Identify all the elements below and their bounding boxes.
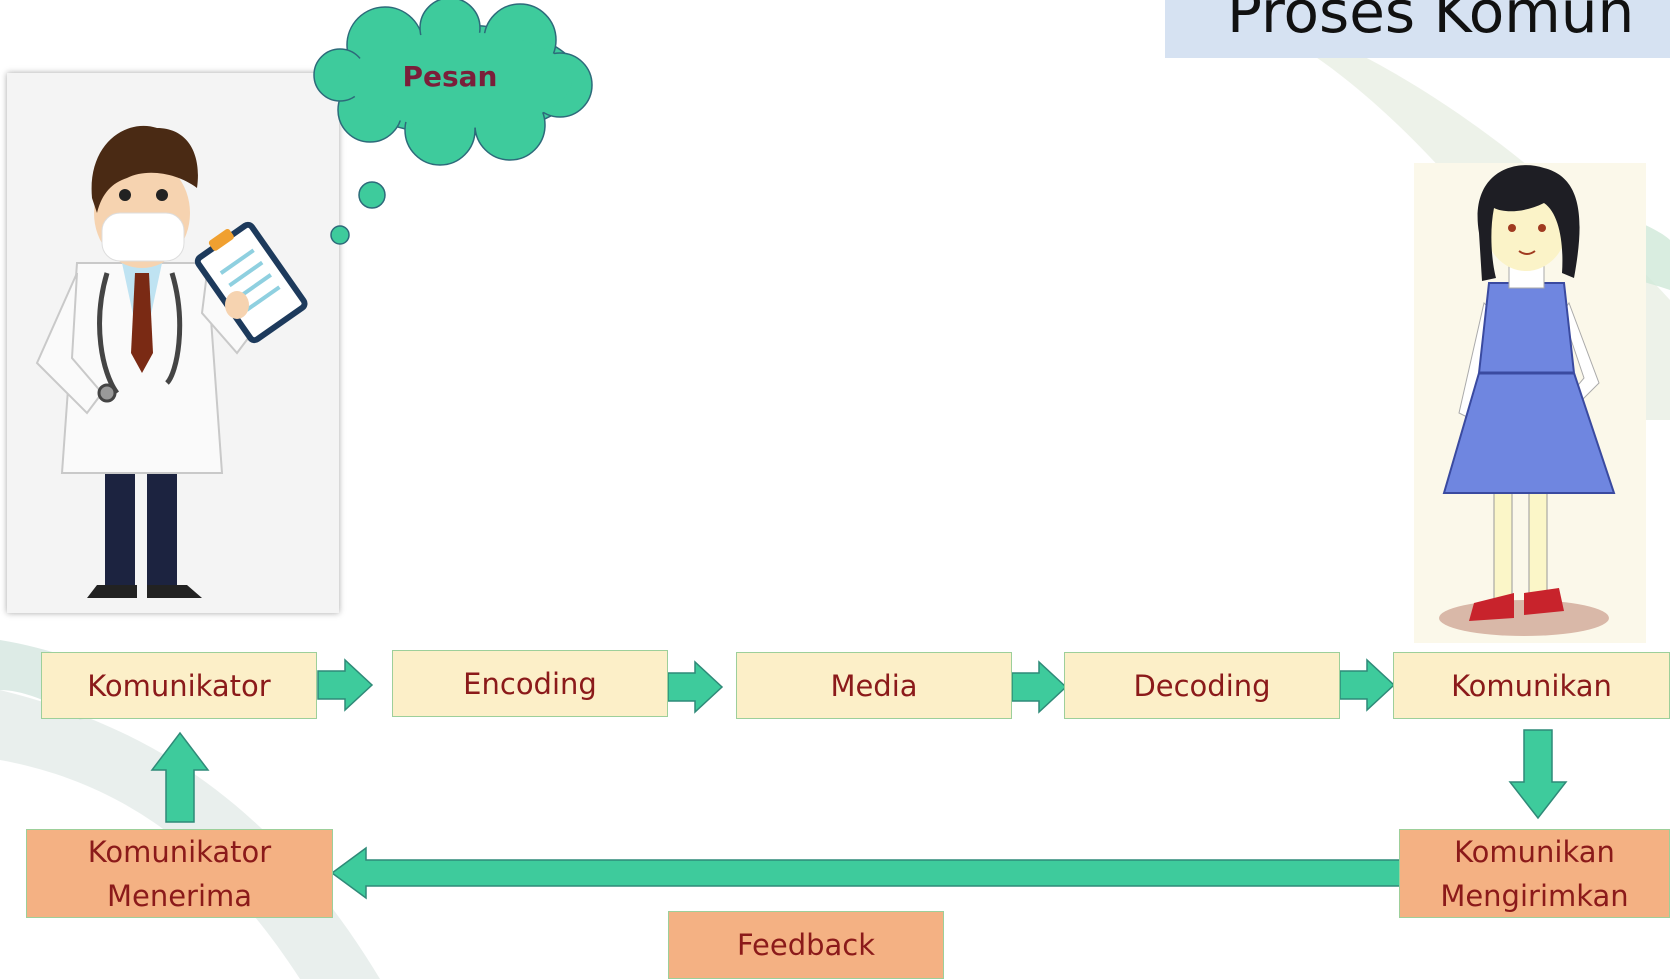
komunikator-box: Komunikator bbox=[41, 652, 317, 719]
thought-cloud-icon bbox=[313, 0, 593, 245]
komunikator-label: Komunikator bbox=[87, 668, 271, 703]
arrow-right-icon bbox=[1339, 658, 1396, 712]
doctor-figure-icon bbox=[35, 125, 308, 598]
arrow-right-icon bbox=[317, 658, 374, 712]
komunikan-mengirimkan-line2: Mengirimkan bbox=[1440, 878, 1629, 913]
title-banner: Proses Komun bbox=[1165, 0, 1670, 58]
decoding-box: Decoding bbox=[1064, 652, 1340, 719]
girl-figure-icon bbox=[1439, 165, 1616, 636]
komunikan-mengirimkan-line1: Komunikan bbox=[1454, 834, 1615, 869]
media-label: Media bbox=[830, 668, 918, 703]
feedback-label: Feedback bbox=[736, 928, 876, 962]
komunikator-menerima-line2: Menerima bbox=[106, 878, 253, 913]
doctor-illustration bbox=[7, 73, 339, 613]
decoding-label: Decoding bbox=[1133, 668, 1271, 703]
girl-illustration bbox=[1414, 163, 1646, 643]
arrow-left-icon bbox=[330, 846, 1406, 900]
komunikan-mengirimkan-box: Komunikan Mengirimkan bbox=[1399, 829, 1670, 918]
arrow-up-icon bbox=[150, 731, 210, 823]
encoding-label: Encoding bbox=[463, 666, 597, 701]
arrow-right-icon bbox=[667, 660, 724, 714]
komunikator-menerima-box: Komunikator Menerima bbox=[26, 829, 333, 918]
komunikator-menerima-line1: Komunikator bbox=[87, 834, 272, 869]
arrow-right-icon bbox=[1011, 660, 1068, 714]
encoding-box: Encoding bbox=[392, 650, 668, 717]
feedback-box: Feedback bbox=[668, 911, 944, 979]
media-box: Media bbox=[736, 652, 1012, 719]
arrow-down-icon bbox=[1508, 729, 1568, 820]
slide-title: Proses Komun bbox=[1227, 0, 1635, 46]
komunikan-label: Komunikan bbox=[1451, 668, 1612, 703]
komunikan-box: Komunikan bbox=[1393, 652, 1670, 719]
thought-label: Pesan bbox=[402, 60, 498, 93]
